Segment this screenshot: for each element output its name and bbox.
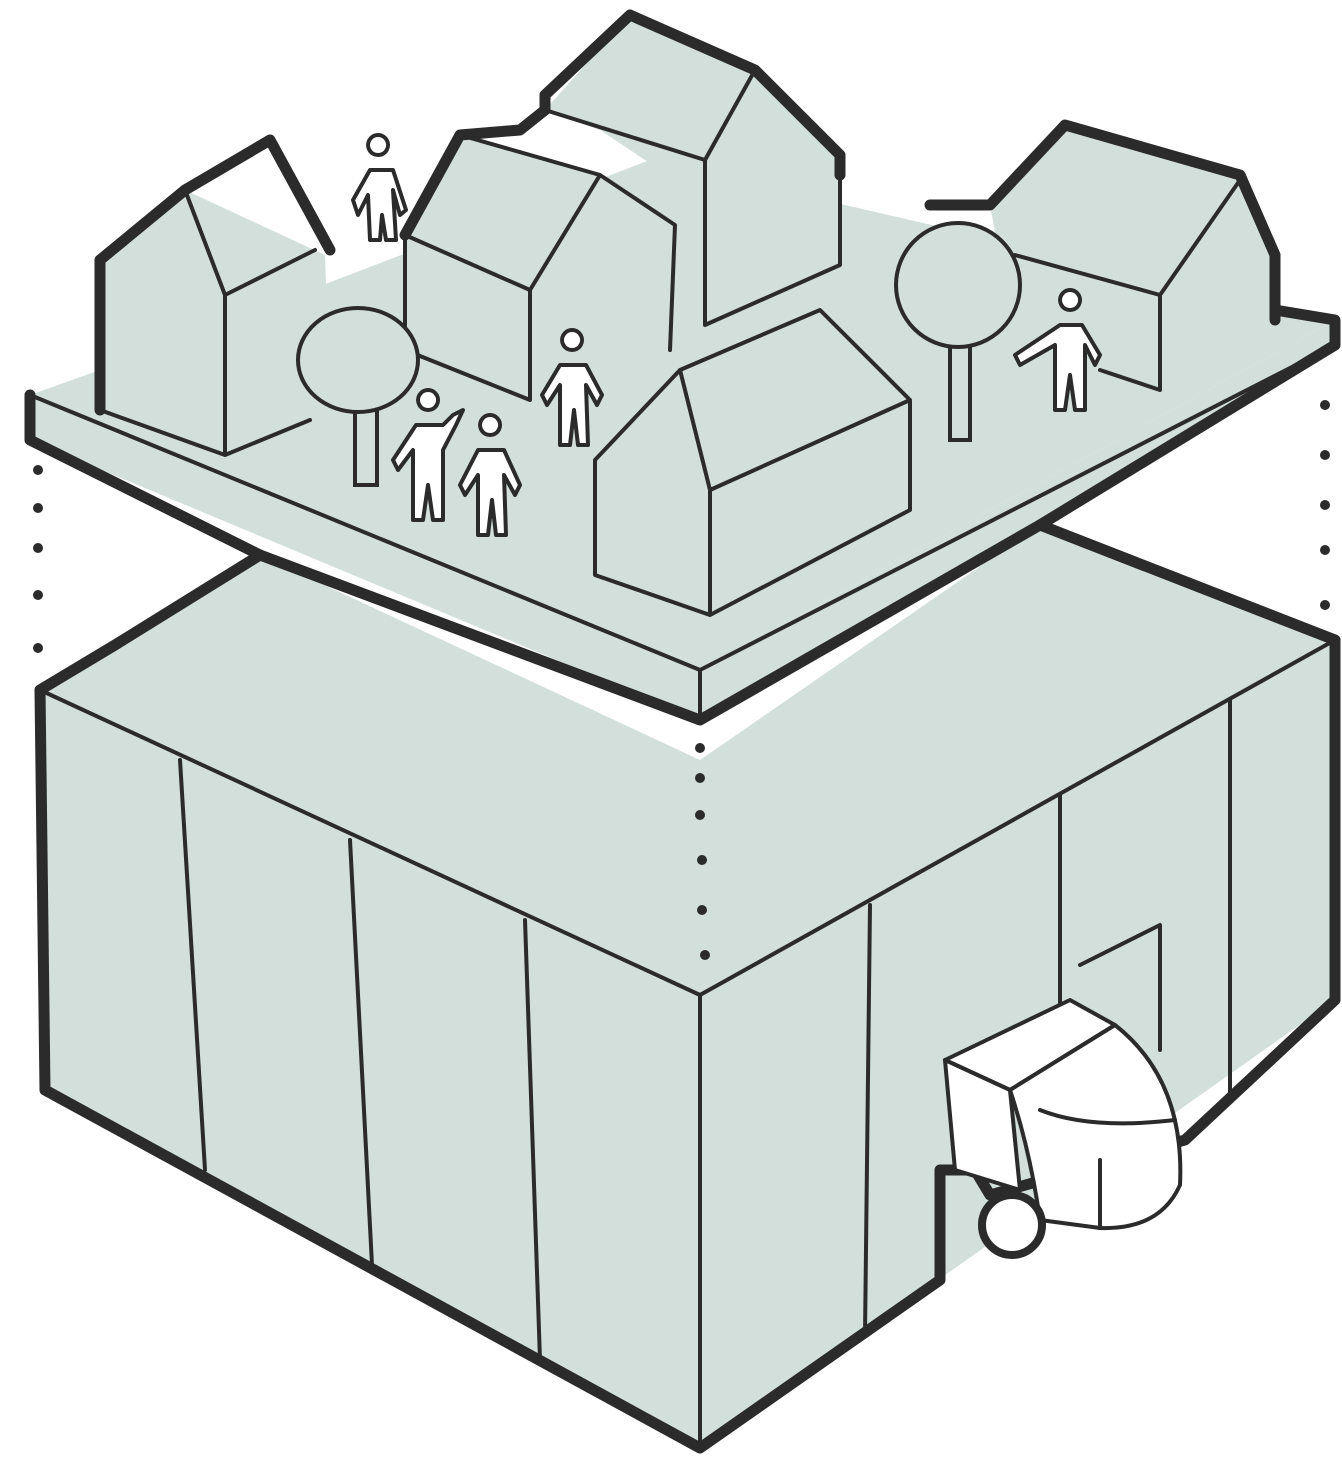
person	[351, 133, 408, 242]
panel-line	[863, 903, 872, 1337]
house-outline	[924, 119, 1281, 326]
dot	[697, 905, 707, 915]
tree-crown	[894, 221, 1022, 349]
deck-bottom-edge	[254, 519, 1046, 726]
deck-front-edge-right	[698, 343, 1337, 672]
dot	[1320, 545, 1330, 555]
panel-line	[178, 758, 207, 1172]
person-figure	[391, 388, 465, 522]
house-lines	[98, 188, 317, 457]
vehicle-wheel	[978, 1191, 1046, 1259]
house	[539, 9, 846, 327]
tree	[894, 221, 1022, 442]
dot	[33, 503, 43, 513]
podium-top-face	[40, 525, 1335, 995]
dot	[1320, 600, 1330, 610]
dot	[33, 643, 43, 653]
house-body	[595, 310, 910, 615]
dot	[1320, 400, 1330, 410]
dot	[33, 590, 43, 600]
people	[351, 133, 1102, 537]
person-figure	[458, 413, 522, 537]
deck-top-face	[30, 320, 1335, 720]
person	[391, 388, 465, 522]
podium-top-edge-left	[38, 688, 702, 997]
house-lines	[593, 308, 912, 617]
dot	[33, 465, 43, 475]
houses	[94, 9, 1281, 617]
vehicle-cab	[1008, 1023, 1183, 1231]
dot	[695, 743, 705, 753]
tree-crown	[296, 306, 420, 414]
trees	[296, 221, 1022, 487]
dot	[695, 810, 705, 820]
house	[399, 104, 677, 402]
person-figure	[1013, 288, 1102, 412]
deck-outline	[24, 304, 1341, 561]
tree-trunk	[948, 338, 972, 442]
vehicle-cab-line	[1038, 1108, 1177, 1126]
dot	[695, 773, 705, 783]
dot	[1320, 450, 1330, 460]
dot	[697, 855, 707, 865]
person-figure	[540, 328, 604, 447]
house-outline	[539, 9, 846, 181]
house-lines	[1013, 178, 1242, 392]
house-body	[100, 190, 330, 455]
person	[1013, 288, 1102, 412]
podium-edge-right-top	[1034, 519, 1341, 646]
tree	[296, 306, 420, 487]
house-body	[405, 135, 675, 400]
house-lines	[543, 68, 842, 327]
house-outline	[399, 104, 551, 241]
dot	[33, 543, 43, 553]
dot	[1320, 500, 1330, 510]
person	[458, 413, 522, 537]
vehicle	[943, 998, 1183, 1259]
panel-line	[348, 838, 374, 1267]
vehicle-cargo-side	[943, 1058, 1022, 1192]
house-body	[545, 15, 840, 325]
house	[593, 308, 912, 617]
person-figure	[351, 133, 408, 242]
dot	[700, 950, 710, 960]
person	[540, 328, 604, 447]
house	[94, 134, 336, 457]
panel-line	[523, 918, 542, 1362]
garage-opening	[1078, 923, 1162, 1052]
dotted-guides	[33, 400, 1330, 960]
